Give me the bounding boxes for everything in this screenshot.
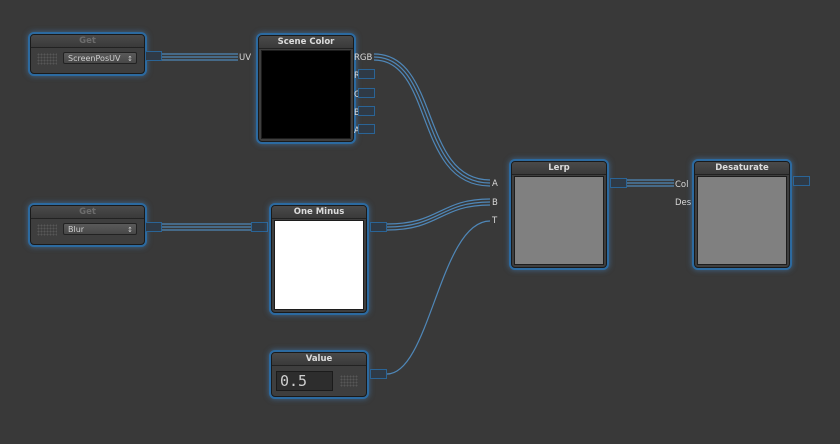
port-label-uv: UV (239, 53, 252, 63)
output-port-b[interactable] (358, 106, 375, 116)
port-label-a: A (492, 179, 498, 189)
output-port[interactable] (793, 176, 810, 186)
output-port[interactable] (370, 222, 387, 232)
output-port-r[interactable] (358, 69, 375, 79)
node-title: Get (31, 35, 144, 48)
output-port[interactable] (370, 369, 387, 379)
wire-oneminus-to-lerp-b (386, 201, 491, 228)
desaturate-node[interactable]: Desaturate (694, 161, 790, 268)
port-label-t: T (492, 216, 498, 226)
wire-rgb-to-lerp-a (373, 59, 491, 187)
node-title: Value (272, 353, 366, 366)
node-title: Lerp (512, 162, 606, 175)
scene-color-node[interactable]: Scene Color (258, 35, 354, 142)
wire-oneminus-to-lerp-b (386, 198, 491, 225)
output-port[interactable] (145, 51, 162, 61)
color-preview (514, 176, 604, 265)
output-port[interactable] (610, 178, 627, 188)
node-title: Scene Color (259, 36, 353, 49)
output-port[interactable] (145, 222, 162, 232)
value-field[interactable]: 0.5 (276, 371, 333, 391)
wire-rgb-to-lerp-a (373, 56, 491, 184)
drag-grip-icon[interactable] (37, 53, 57, 65)
port-label-des: Des (675, 198, 692, 208)
port-label-col: Col (675, 180, 689, 190)
value-node[interactable]: Value 0.5 (271, 352, 367, 397)
color-preview (261, 50, 351, 139)
port-label-b: B (492, 198, 498, 208)
node-title: One Minus (272, 206, 366, 219)
port-label-r: R (354, 71, 360, 81)
dropdown-value: Blur (68, 225, 85, 234)
one-minus-node[interactable]: One Minus (271, 205, 367, 313)
get-screenpos-node[interactable]: Get ScreenPosUV ↕ (30, 34, 145, 74)
drag-grip-icon[interactable] (340, 375, 358, 387)
variable-dropdown[interactable]: ScreenPosUV ↕ (63, 52, 137, 64)
dropdown-arrow-icon: ↕ (127, 55, 133, 63)
get-blur-node[interactable]: Get Blur ↕ (30, 205, 145, 245)
node-title: Get (31, 206, 144, 219)
output-port-g[interactable] (358, 88, 375, 98)
wire-oneminus-to-lerp-b (386, 204, 491, 231)
lerp-node[interactable]: Lerp (511, 161, 607, 268)
wire-rgb-to-lerp-a (373, 53, 491, 181)
output-port-a[interactable] (358, 124, 375, 134)
wire-value-to-lerp-t (386, 220, 491, 375)
color-preview (274, 220, 364, 310)
port-label-g: G (354, 90, 361, 100)
port-label-b: B (354, 108, 360, 118)
color-preview (697, 176, 787, 265)
dropdown-arrow-icon: ↕ (127, 226, 133, 234)
dropdown-value: ScreenPosUV (68, 54, 121, 63)
variable-dropdown[interactable]: Blur ↕ (63, 223, 137, 235)
port-label-rgb: RGB (354, 53, 373, 63)
node-title: Desaturate (695, 162, 789, 175)
port-label-a: A (354, 126, 360, 136)
input-port[interactable] (251, 222, 268, 232)
drag-grip-icon[interactable] (37, 224, 57, 236)
